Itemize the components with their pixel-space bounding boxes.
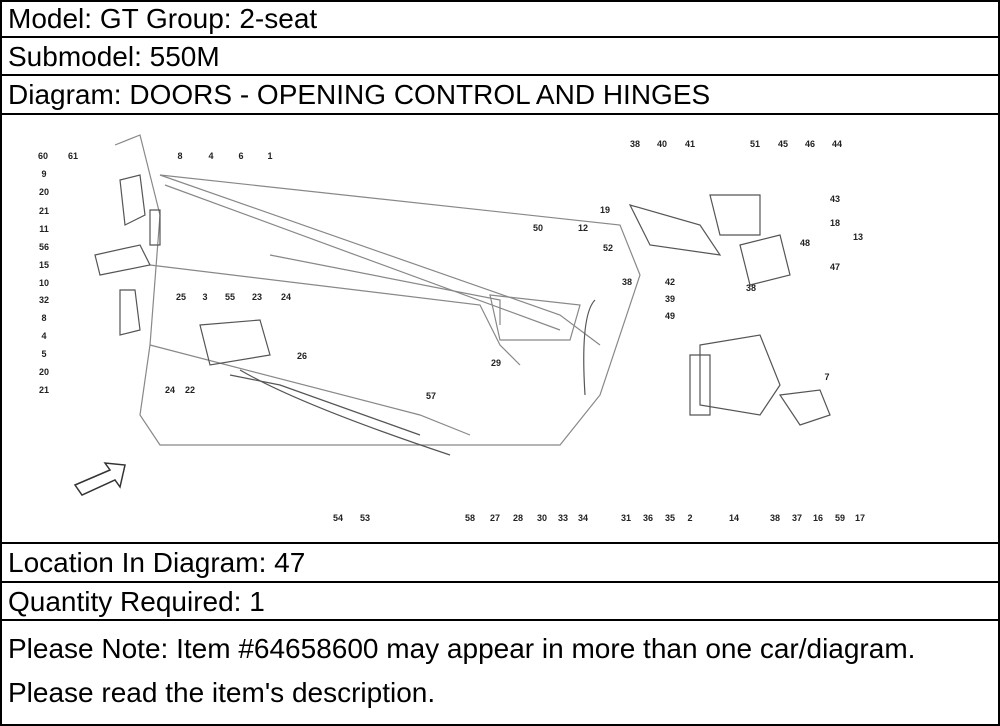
callout-label: 25 (175, 292, 187, 302)
callout-label: 1 (267, 151, 273, 161)
callout-label: 50 (532, 223, 544, 233)
callout-label: 38 (769, 513, 781, 523)
callout-label: 12 (577, 223, 589, 233)
callout-label: 2 (687, 513, 693, 523)
callout-label: 17 (854, 513, 866, 523)
diagram-title-row: Diagram: DOORS - OPENING CONTROL AND HIN… (0, 76, 1000, 115)
callout-label: 42 (664, 277, 676, 287)
model-row: Model: GT Group: 2-seat (0, 0, 1000, 38)
callout-label: 5 (41, 349, 47, 359)
callout-label: 24 (164, 385, 176, 395)
callout-label: 40 (656, 139, 668, 149)
callout-label: 34 (577, 513, 589, 523)
callout-label: 56 (38, 242, 50, 252)
callout-label: 6 (238, 151, 244, 161)
callout-label: 54 (332, 513, 344, 523)
callout-label: 15 (38, 260, 50, 270)
callout-label: 51 (749, 139, 761, 149)
callout-label: 26 (296, 351, 308, 361)
callout-label: 58 (464, 513, 476, 523)
callout-label: 3 (202, 292, 208, 302)
callout-label: 53 (359, 513, 371, 523)
callout-label: 46 (804, 139, 816, 149)
callout-label: 20 (38, 367, 50, 377)
callout-label: 7 (824, 372, 830, 382)
callout-label: 41 (684, 139, 696, 149)
location-row: Location In Diagram: 47 (0, 544, 1000, 583)
submodel-row: Submodel: 550M (0, 38, 1000, 76)
callout-label: 13 (852, 232, 864, 242)
callout-label: 8 (41, 313, 47, 323)
callout-label: 10 (38, 278, 50, 288)
callout-label: 38 (621, 277, 633, 287)
callout-label: 38 (745, 283, 757, 293)
callout-label: 27 (489, 513, 501, 523)
callout-label: 18 (829, 218, 841, 228)
callout-label: 31 (620, 513, 632, 523)
callout-label: 24 (280, 292, 292, 302)
note-row: Please Note: Item #64658600 may appear i… (8, 633, 916, 708)
callout-label: 35 (664, 513, 676, 523)
callout-label: 29 (490, 358, 502, 368)
callout-label: 45 (777, 139, 789, 149)
callout-label: 49 (664, 311, 676, 321)
callout-label: 22 (184, 385, 196, 395)
callout-label: 33 (557, 513, 569, 523)
callout-label: 39 (664, 294, 676, 304)
callout-label: 48 (799, 238, 811, 248)
callout-label: 43 (829, 194, 841, 204)
callout-label: 4 (41, 331, 47, 341)
callout-label: 59 (834, 513, 846, 523)
callout-label: 21 (38, 385, 50, 395)
quantity-row: Quantity Required: 1 (0, 583, 1000, 621)
callout-label: 57 (425, 391, 437, 401)
callout-label: 55 (224, 292, 236, 302)
callout-label: 61 (67, 151, 79, 161)
callout-label: 19 (599, 205, 611, 215)
callout-label: 28 (512, 513, 524, 523)
callout-label: 20 (38, 187, 50, 197)
callout-label: 11 (39, 224, 49, 234)
callout-label: 38 (629, 139, 641, 149)
callout-label: 23 (251, 292, 263, 302)
callout-label: 47 (829, 262, 841, 272)
callout-label: 21 (38, 206, 50, 216)
callout-label: 14 (728, 513, 740, 523)
callout-label: 30 (536, 513, 548, 523)
callout-label: 37 (791, 513, 803, 523)
callout-label: 60 (37, 151, 49, 161)
callout-label: 16 (812, 513, 824, 523)
callout-label: 52 (602, 243, 614, 253)
callout-label: 8 (177, 151, 183, 161)
callout-label: 9 (41, 169, 47, 179)
callout-label: 44 (831, 139, 843, 149)
callout-label: 4 (208, 151, 214, 161)
callout-label: 32 (38, 295, 50, 305)
door-drawing (73, 134, 831, 496)
callout-label: 36 (642, 513, 654, 523)
